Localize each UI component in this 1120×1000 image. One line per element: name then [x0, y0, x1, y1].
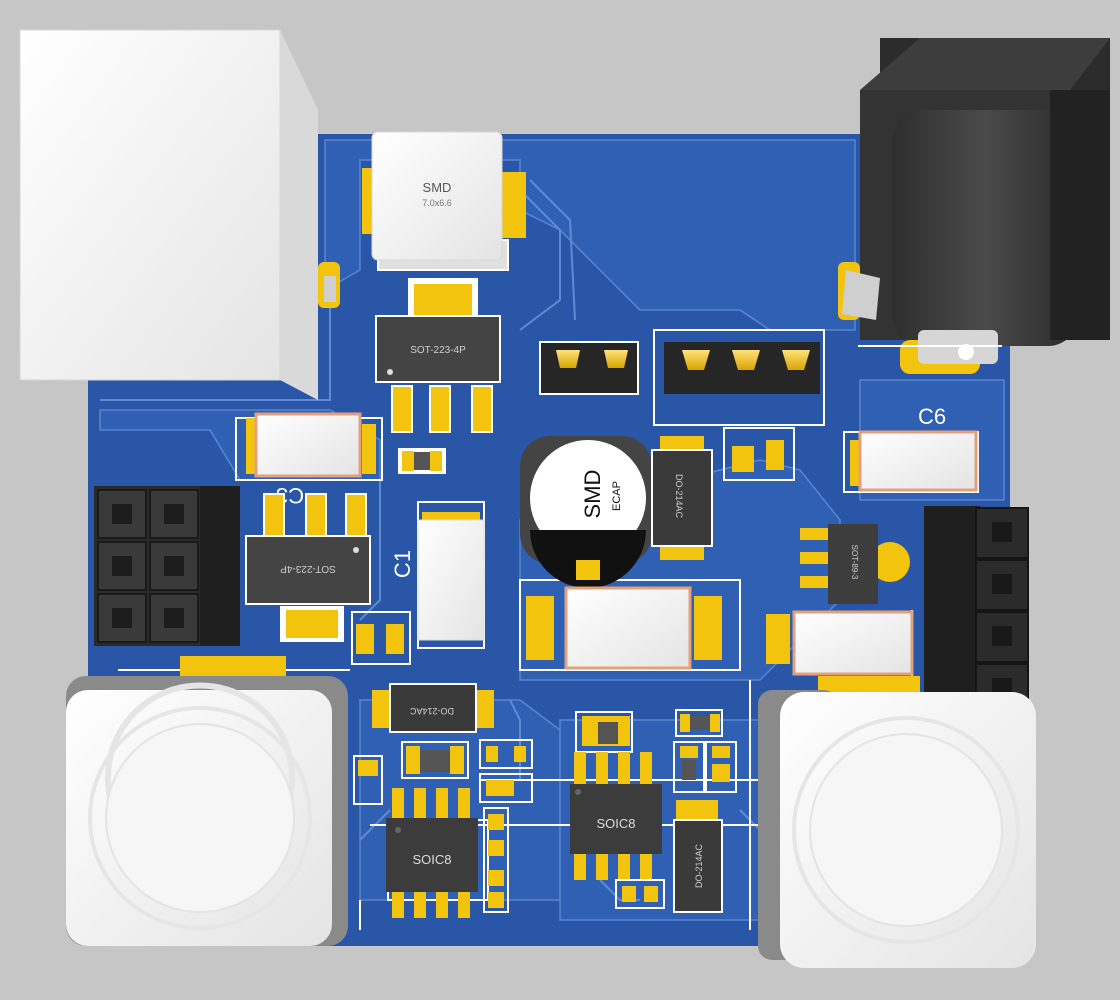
- passives-right-cluster: [615, 709, 737, 909]
- regulator-left: C3 SOT-223-4P: [245, 483, 371, 642]
- traces: [100, 179, 761, 901]
- regulator-top: SOT-223-4P: [375, 278, 501, 433]
- diode-right-label: DO-214AC: [694, 843, 704, 888]
- header-1x4-right: [924, 506, 1029, 716]
- capacitor-small-pair: [723, 427, 795, 481]
- capacitor-c1: C1: [390, 501, 485, 649]
- sot89-label: SOT-89-3: [850, 545, 859, 580]
- inductor-label: SMD: [423, 180, 452, 195]
- ic-soic8-mid: SOIC8: [570, 711, 662, 880]
- capacitor-right-lower: [766, 610, 914, 676]
- power-inductor-right: [758, 676, 1036, 968]
- connector-top-left: [19, 29, 340, 400]
- transistor-sot89: SOT-89-3: [800, 524, 910, 604]
- capacitor-center: [526, 586, 722, 670]
- diode-low: DO-214AC: [372, 683, 494, 733]
- diode-mid-label: DO-214AC: [674, 474, 684, 519]
- capacitor-top-left: [235, 412, 383, 481]
- diode-mid: DO-214AC: [651, 436, 713, 560]
- header-3pin: [664, 342, 820, 394]
- capacitor-c6: [843, 430, 979, 493]
- soic-mid-label: SOIC8: [596, 816, 635, 831]
- dc-barrel-jack: [838, 38, 1110, 374]
- electrolytic-capacitor: SMD ECAP: [520, 436, 652, 588]
- passives-left-cluster: [353, 739, 533, 913]
- diode-low-label: DO-214AC: [409, 706, 454, 716]
- capacitor-pair-left: [351, 611, 411, 665]
- regulator-left-label: SOT-223-4P: [280, 563, 336, 574]
- header-2x3-left: [94, 486, 240, 646]
- ic-soic8-left: SOIC8: [386, 788, 478, 918]
- ecap-sub-label: ECAP: [611, 481, 623, 511]
- inductor-size-label: 7.0x6.6: [422, 198, 452, 208]
- jumper-2pin: [539, 341, 639, 395]
- diode-right: DO-214AC: [673, 800, 723, 913]
- ref-c1: C1: [390, 550, 415, 578]
- ref-c6: C6: [918, 404, 946, 429]
- soic-left-label: SOIC8: [412, 852, 451, 867]
- regulator-top-label: SOT-223-4P: [410, 345, 466, 356]
- inductor-top: SMD 7.0x6.6: [362, 131, 526, 271]
- power-inductor-left: [66, 656, 348, 946]
- ecap-label: SMD: [580, 470, 605, 519]
- resistor-r1: [398, 448, 446, 474]
